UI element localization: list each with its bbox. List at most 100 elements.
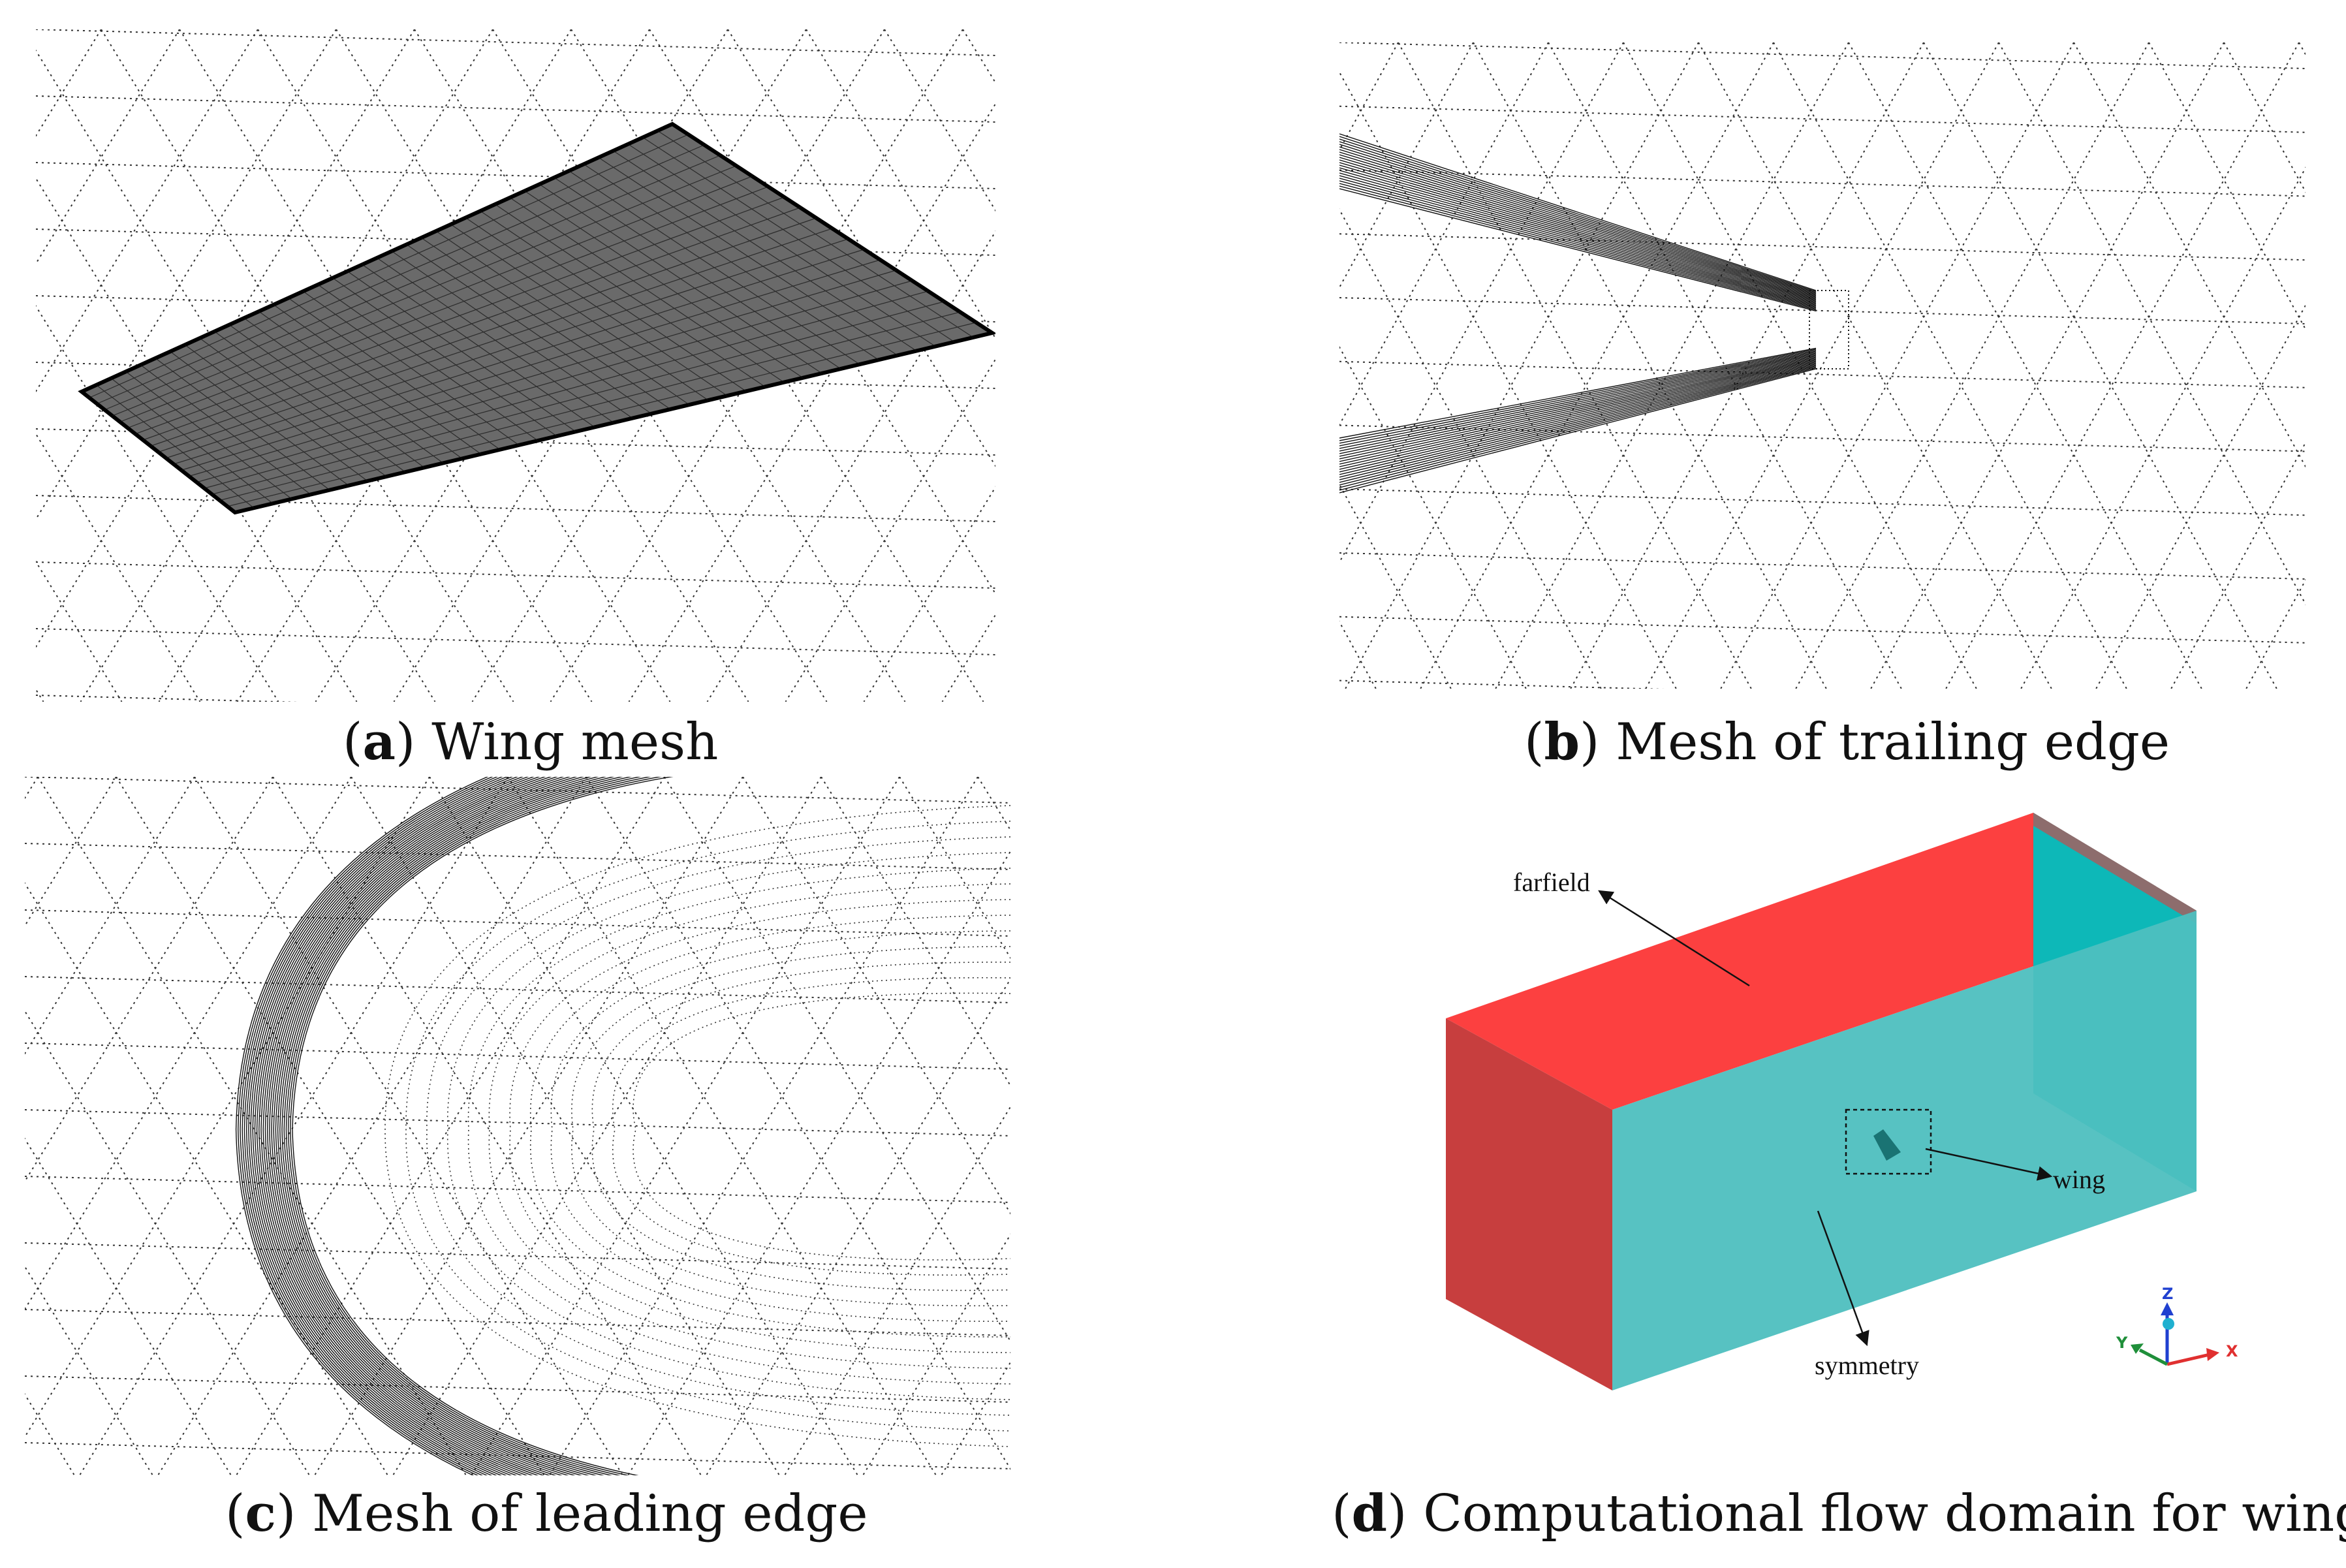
mesh-line <box>1345 42 1699 689</box>
inner-mesh-line <box>426 836 1010 1416</box>
mesh-line <box>2245 578 2306 689</box>
boundary-layer-line <box>277 777 607 1475</box>
boundary-layer-line <box>1339 178 1817 308</box>
leading-edge-mesh-image <box>25 777 1010 1475</box>
boundary-layer-line <box>1339 149 1817 297</box>
mesh-line <box>784 1105 1010 1475</box>
boundary-layer-line <box>1339 353 1817 452</box>
caption-c: (c) Mesh of leading edge <box>225 1484 868 1543</box>
mesh-line <box>116 777 545 1475</box>
boundary-layer-line <box>1339 354 1817 457</box>
mesh-line <box>2223 42 2306 193</box>
mesh-line <box>1339 297 2306 324</box>
wing-mesh-line <box>127 186 769 429</box>
boundary-layer-line <box>1339 351 1817 447</box>
mesh-line <box>1339 42 2306 69</box>
boundary-layer-line <box>1339 183 1817 310</box>
mesh-line <box>25 843 1010 870</box>
mesh-line <box>36 29 337 521</box>
farfield-left-face <box>1446 1018 1612 1390</box>
wing-mesh-line <box>173 249 865 465</box>
boundary-layer-line <box>1339 133 1817 291</box>
mesh-line <box>25 909 1010 937</box>
mesh-line <box>1339 424 2306 452</box>
wing-highlight-box <box>1845 1108 1932 1175</box>
boundary-layer-line <box>269 777 578 1475</box>
inner-mesh-line <box>467 868 1010 1385</box>
boundary-layer-line <box>1339 167 1817 304</box>
boundary-layer-line <box>1339 359 1817 470</box>
mesh-line <box>977 777 1010 832</box>
mesh-line <box>36 29 102 138</box>
mesh-line <box>785 358 995 702</box>
mesh-line <box>1870 42 2225 689</box>
mesh-line <box>1645 42 1999 689</box>
mesh-line <box>821 777 1010 1087</box>
boundary-layer-line <box>1339 362 1817 478</box>
mesh-line <box>236 777 665 1475</box>
boundary-layer-line <box>254 777 535 1475</box>
mesh-line <box>727 29 995 467</box>
mesh-line <box>36 495 995 522</box>
boundary-layer-line <box>1339 357 1817 465</box>
boundary-layer-line <box>1339 356 1817 462</box>
boundary-layer-line <box>1339 185 1817 311</box>
boundary-layer-line <box>1339 360 1817 473</box>
mesh-line <box>2298 42 2306 56</box>
boundary-layer-line <box>1339 361 1817 475</box>
inner-mesh-line <box>550 930 1010 1322</box>
boundary-layer-line <box>271 777 585 1475</box>
boundary-layer-line <box>1339 364 1817 483</box>
mesh-line <box>1339 488 2306 516</box>
mesh-line <box>1339 680 1666 689</box>
boundary-layer-line <box>1339 363 1817 480</box>
panel-c-leading-edge-mesh <box>25 777 1010 1475</box>
inner-mesh-line <box>447 852 1010 1400</box>
farfield-label: farfield <box>1513 868 1590 897</box>
wing-mesh-line <box>150 217 817 447</box>
boundary-layer-line <box>1339 355 1817 460</box>
wing-mesh-line <box>158 228 833 453</box>
wing-arrow <box>1925 1148 2053 1181</box>
mesh-line <box>2073 42 2306 468</box>
mesh-line <box>2020 166 2306 689</box>
mesh-line <box>664 777 1010 1343</box>
mesh-line <box>706 977 1010 1475</box>
boundary-layer-line <box>1339 141 1817 294</box>
mesh-line <box>1923 42 2277 689</box>
boundary-layer-line <box>1339 349 1817 444</box>
farfield-top-face <box>1446 813 2197 1110</box>
wing-surface <box>78 121 995 515</box>
wing-shape <box>1873 1129 1901 1161</box>
mesh-line <box>25 777 352 1311</box>
boundary-layer-line <box>266 777 571 1475</box>
wing-mesh-line <box>189 270 897 477</box>
mesh-line <box>706 230 995 702</box>
axis-x-label: X <box>2226 1342 2238 1360</box>
mesh-line <box>941 614 995 702</box>
mesh-line <box>36 29 995 56</box>
mesh-line <box>471 777 900 1475</box>
mesh-line <box>351 777 780 1475</box>
boundary-layer-line <box>1339 349 1817 441</box>
mesh-line <box>1339 105 2306 133</box>
mesh-line <box>36 561 995 589</box>
mesh-line <box>549 777 978 1475</box>
boundary-layer-line <box>292 777 674 1475</box>
farfield-top-strip <box>2033 813 2197 924</box>
mesh-line <box>25 1265 153 1475</box>
mesh-line <box>392 777 822 1475</box>
boundary-layer-line <box>258 777 546 1475</box>
mesh-line <box>1398 42 1752 689</box>
boundary-layer-line <box>1339 353 1817 454</box>
mesh-line <box>1339 42 1549 426</box>
mesh-line <box>2170 441 2306 689</box>
wing-mesh-line <box>204 290 929 489</box>
mesh-line <box>899 777 1010 960</box>
boundary-layer-line <box>285 777 642 1475</box>
mesh-line <box>36 95 995 123</box>
wing-mesh-line <box>211 301 945 495</box>
boundary-layer-line <box>1339 368 1817 494</box>
boundary-layer-line <box>248 777 519 1475</box>
mesh-line <box>25 1242 1010 1270</box>
